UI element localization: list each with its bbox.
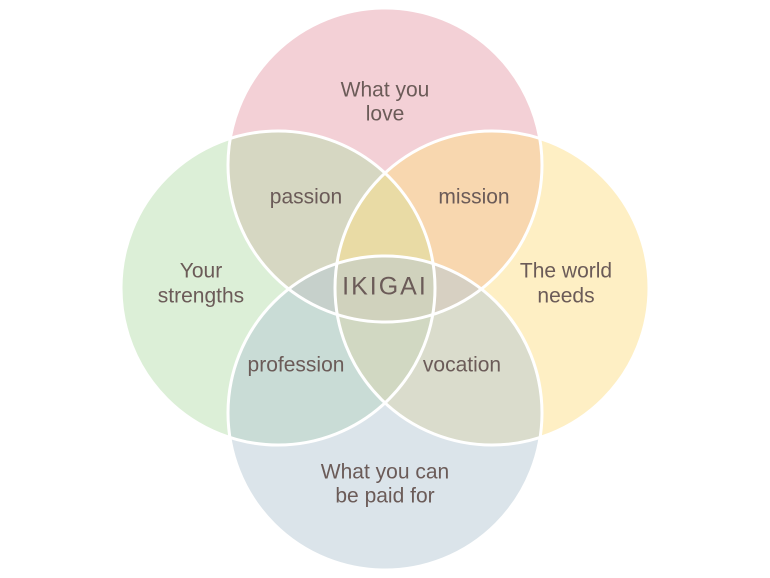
profession-label: profession xyxy=(248,354,345,377)
strengths-label-line1: Your xyxy=(180,260,222,283)
strengths-label-line2: strengths xyxy=(158,285,244,308)
paid-label-line2: be paid for xyxy=(335,485,434,508)
needs-circle-outline xyxy=(333,129,651,447)
paid-circle xyxy=(228,256,542,570)
needs-label-line1: The world xyxy=(520,260,612,283)
love-label-line2: love xyxy=(366,103,405,126)
needs-label-line2: needs xyxy=(537,285,594,308)
paid-circle-outline xyxy=(226,254,544,572)
vocation-label: vocation xyxy=(423,354,501,377)
passion-label: passion xyxy=(270,186,342,209)
paid-label-line1: What you can xyxy=(321,461,449,484)
love-circle-outline xyxy=(226,6,544,324)
strengths-circle-outline xyxy=(119,129,437,447)
love-label-line1: What you xyxy=(341,79,430,102)
ikigai-center-label: IKIGAI xyxy=(342,273,428,301)
mission-label: mission xyxy=(438,186,509,209)
